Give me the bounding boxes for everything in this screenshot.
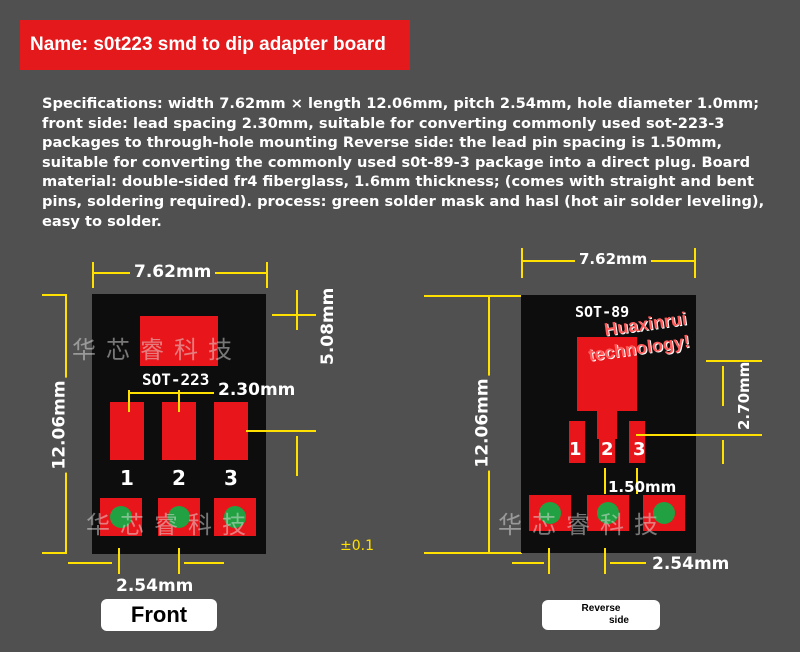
- through-hole-pad-2: [158, 498, 200, 536]
- reverse-side-label: Reverse side: [542, 600, 660, 630]
- dim-tick: [521, 248, 523, 278]
- dim-tick: [266, 262, 268, 288]
- dim-tick: [548, 548, 550, 574]
- large-tab-pad: [140, 316, 218, 366]
- pad-3: [629, 421, 645, 463]
- front-length-label: 12.06mm: [49, 377, 70, 473]
- dim-tick: [604, 468, 606, 494]
- dim-tick: [92, 262, 94, 288]
- pad-height-dimension-line-lower: [296, 436, 298, 476]
- front-side-label: Front: [101, 599, 217, 631]
- dim-tick: [706, 360, 762, 362]
- back-pitch-label: 2.54mm: [652, 554, 730, 574]
- front-pitch-label: 2.54mm: [116, 576, 194, 596]
- through-hole-pad-1: [529, 495, 571, 531]
- name-banner: Name: s0t223 smd to dip adapter board: [20, 20, 410, 70]
- watermark: 华芯睿科技: [86, 511, 256, 539]
- dim-tick: [272, 314, 316, 316]
- pad-3: [214, 402, 248, 460]
- pin-2-label: 2: [172, 466, 186, 490]
- through-hole-pad-1: [100, 498, 142, 536]
- package-label: SOT-223: [142, 370, 210, 389]
- pin-3-label: 3: [224, 466, 238, 490]
- back-pin-spacing-label: 1.50mm: [608, 478, 677, 496]
- tolerance-label: ±0.1: [340, 538, 374, 554]
- reverse-side-label-line-2: side: [608, 615, 629, 626]
- dim-tick: [694, 248, 696, 278]
- hole: [224, 506, 246, 528]
- pitch-dimension-line: [68, 562, 112, 564]
- package-label: SOT-89: [575, 303, 630, 321]
- back-length-label: 12.06mm: [472, 375, 493, 471]
- hole: [110, 506, 132, 528]
- pitch-dimension-line: [512, 562, 544, 564]
- tab-neck: [597, 407, 617, 439]
- pad-height-dimension-line-lower: [722, 440, 724, 464]
- through-hole-pad-3: [643, 495, 685, 531]
- pad-2: [599, 435, 615, 463]
- pin-1-label: 1: [569, 439, 582, 460]
- watermark: 华芯睿科技: [72, 336, 242, 364]
- dim-tick: [604, 548, 606, 574]
- front-pin-spacing-label: 2.30mm: [218, 380, 296, 400]
- hole: [597, 502, 619, 524]
- reverse-board: SOT-89 1 2 3: [521, 295, 696, 553]
- pitch-dimension-line: [184, 562, 224, 564]
- pin-spacing-dimension-line: [128, 392, 214, 394]
- watermark: 华芯睿科技: [498, 511, 668, 539]
- pad-1: [569, 421, 585, 463]
- hole: [539, 502, 561, 524]
- hole: [168, 506, 190, 528]
- back-pad-height-label: 2.70mm: [735, 361, 753, 430]
- dim-tick: [42, 294, 66, 296]
- dim-tick: [636, 434, 762, 436]
- front-board: SOT-223 1 2 3: [92, 294, 266, 554]
- specifications-text: Specifications: width 7.62mm × length 12…: [42, 95, 765, 230]
- dim-tick: [424, 295, 522, 297]
- dim-tick: [424, 552, 522, 554]
- through-hole-pad-2: [587, 495, 629, 531]
- pin-3-label: 3: [633, 439, 646, 460]
- dim-tick: [246, 430, 316, 432]
- pin-1-label: 1: [120, 466, 134, 490]
- reverse-side-label-line-1: Reverse: [581, 603, 621, 614]
- pin-2-label: 2: [601, 439, 614, 460]
- front-width-label: 7.62mm: [130, 262, 216, 282]
- hole: [653, 502, 675, 524]
- pad-1: [110, 402, 144, 460]
- dim-tick: [42, 552, 66, 554]
- back-width-label: 7.62mm: [575, 250, 652, 268]
- pad-height-dimension-line: [296, 290, 298, 330]
- dim-tick: [636, 468, 638, 494]
- pitch-dimension-line: [610, 562, 646, 564]
- through-hole-pad-3: [214, 498, 256, 536]
- dim-tick: [128, 390, 130, 412]
- pad-height-dimension-line: [722, 366, 724, 406]
- dim-tick: [118, 548, 120, 574]
- dim-tick: [178, 548, 180, 574]
- front-pad-height-label: 5.08mm: [318, 287, 338, 365]
- dim-tick: [178, 390, 180, 412]
- large-tab-pad: [577, 337, 637, 411]
